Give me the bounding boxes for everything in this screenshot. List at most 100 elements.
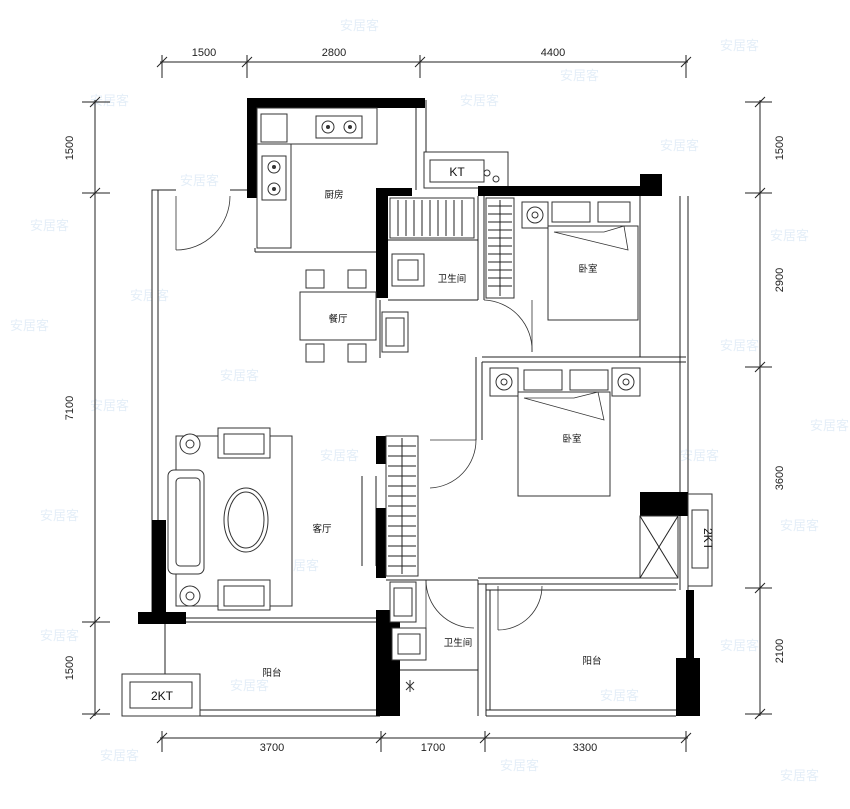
toilet-bowl-icon xyxy=(397,633,421,655)
watermark: 安居客 xyxy=(130,288,169,304)
watermark: 安居客 xyxy=(340,18,379,34)
bed-blanket-icon xyxy=(553,225,629,251)
pillow xyxy=(569,369,609,391)
watermark: 安居客 xyxy=(560,68,599,84)
bathroom-top: 卫生间 xyxy=(381,197,533,353)
ac-label-left: 2KT xyxy=(151,689,174,703)
watermark: 安居客 xyxy=(220,368,259,384)
dim-right-3: 3600 xyxy=(774,466,786,490)
armchair-bottom-seat xyxy=(223,585,265,607)
lamp-icon xyxy=(185,439,195,449)
watermark: 安居客 xyxy=(720,338,759,354)
lamp-icon xyxy=(622,378,630,386)
dim-top-3: 4400 xyxy=(541,47,565,59)
room-label-dining: 餐厅 xyxy=(328,313,348,325)
dimension-labels: 1500 2800 4400 3700 1700 3300 1500 7100 … xyxy=(64,47,786,754)
wardrobe-top xyxy=(485,197,515,299)
dim-left-2: 7100 xyxy=(64,396,76,420)
dining-chair xyxy=(305,269,325,289)
bed-mid xyxy=(517,391,611,497)
bed-blanket-icon xyxy=(523,391,605,421)
stove-burner-icon xyxy=(326,125,330,129)
coffee-table-top xyxy=(227,491,265,549)
room-label-living: 客厅 xyxy=(312,523,332,535)
watermark: 安居客 xyxy=(720,638,759,654)
watermark: 安居客 xyxy=(320,448,359,464)
kitchen: 厨房 KT xyxy=(256,107,500,249)
dining-set: 餐厅 xyxy=(299,269,377,363)
bathroom-bottom: 卫生间 xyxy=(389,579,475,692)
watermark: 安居客 xyxy=(500,758,539,774)
watermark-layer: 安居客 安居客 安居客 安居客 安居客 安居客 安居客 安居客 安居客 安居客 … xyxy=(10,18,849,784)
dimension-lines xyxy=(82,55,772,752)
lamp-icon xyxy=(531,211,539,219)
stove-burner-icon xyxy=(272,187,276,191)
pillow xyxy=(551,201,591,223)
room-label-bathroom-bottom: 卫生间 xyxy=(444,637,473,649)
dining-chair xyxy=(347,269,367,289)
dim-bottom-2: 1700 xyxy=(421,742,445,754)
watermark: 安居客 xyxy=(600,688,639,704)
stove-burner-icon xyxy=(348,125,352,129)
ac-label-kitchen: KT xyxy=(449,165,465,179)
dim-bottom-1: 3700 xyxy=(260,742,284,754)
balcony-left: 阳台 2KT xyxy=(121,667,282,717)
watermark: 安居客 xyxy=(10,318,49,334)
room-label-kitchen: 厨房 xyxy=(324,189,343,201)
watermark: 安居客 xyxy=(180,173,219,189)
room-label-bathroom-top: 卫生间 xyxy=(438,273,467,285)
room-label-bedroom-mid: 卧室 xyxy=(562,433,581,445)
bedroom-top: 卧室 xyxy=(521,201,639,321)
stairs-storage xyxy=(389,197,475,239)
watermark: 安居客 xyxy=(770,228,809,244)
watermark: 安居客 xyxy=(100,748,139,764)
dim-right-1: 1500 xyxy=(774,136,786,160)
ac-unit-right xyxy=(691,509,709,569)
dim-top-1: 1500 xyxy=(192,47,216,59)
bedroom-mid: 卧室 2KT xyxy=(429,367,715,587)
watermark: 安居客 xyxy=(780,768,819,784)
room-label-balcony-left: 阳台 xyxy=(262,667,281,679)
watermark: 安居客 xyxy=(90,398,129,414)
pillow xyxy=(597,201,631,223)
lamp-icon xyxy=(185,591,195,601)
watermark: 安居客 xyxy=(230,678,269,694)
toilet-bowl-icon xyxy=(397,259,419,281)
watermark: 安居客 xyxy=(660,138,699,154)
room-label-bedroom-top: 卧室 xyxy=(578,263,597,275)
washbasin-bowl-icon xyxy=(385,317,405,347)
shower-icon xyxy=(405,680,415,692)
dining-chair xyxy=(347,343,367,363)
armchair-top-seat xyxy=(223,433,265,455)
watermark: 安居客 xyxy=(810,418,849,434)
valve-icon xyxy=(492,175,500,183)
ac-unit-kitchen xyxy=(429,159,485,183)
sofa-cushion xyxy=(175,477,201,567)
watermark: 安居客 xyxy=(720,38,759,54)
watermark: 安居客 xyxy=(30,218,69,234)
washbasin-bowl-icon xyxy=(393,587,413,617)
watermark: 安居客 xyxy=(40,508,79,524)
ac-label-right: 2KT xyxy=(701,528,715,551)
dining-table xyxy=(299,291,377,341)
lamp-icon xyxy=(500,378,508,386)
watermark: 安居客 xyxy=(680,448,719,464)
ac-unit-left xyxy=(129,681,193,709)
dim-right-4: 2100 xyxy=(774,639,786,663)
dim-top-2: 2800 xyxy=(322,47,346,59)
room-label-balcony-right: 阳台 xyxy=(582,655,601,667)
valve-icon xyxy=(483,169,491,177)
watermark: 安居客 xyxy=(40,628,79,644)
stove-burner-icon xyxy=(272,165,276,169)
watermark: 安居客 xyxy=(460,93,499,109)
wardrobe-living xyxy=(385,435,419,577)
dim-bottom-3: 3300 xyxy=(573,742,597,754)
entrance-door xyxy=(175,189,247,251)
balcony-right: 阳台 xyxy=(497,585,602,667)
dim-left-1: 1500 xyxy=(64,136,76,160)
dim-right-2: 2900 xyxy=(774,268,786,292)
dim-left-3: 1500 xyxy=(64,656,76,680)
solid-walls xyxy=(138,98,700,716)
dining-chair xyxy=(305,343,325,363)
